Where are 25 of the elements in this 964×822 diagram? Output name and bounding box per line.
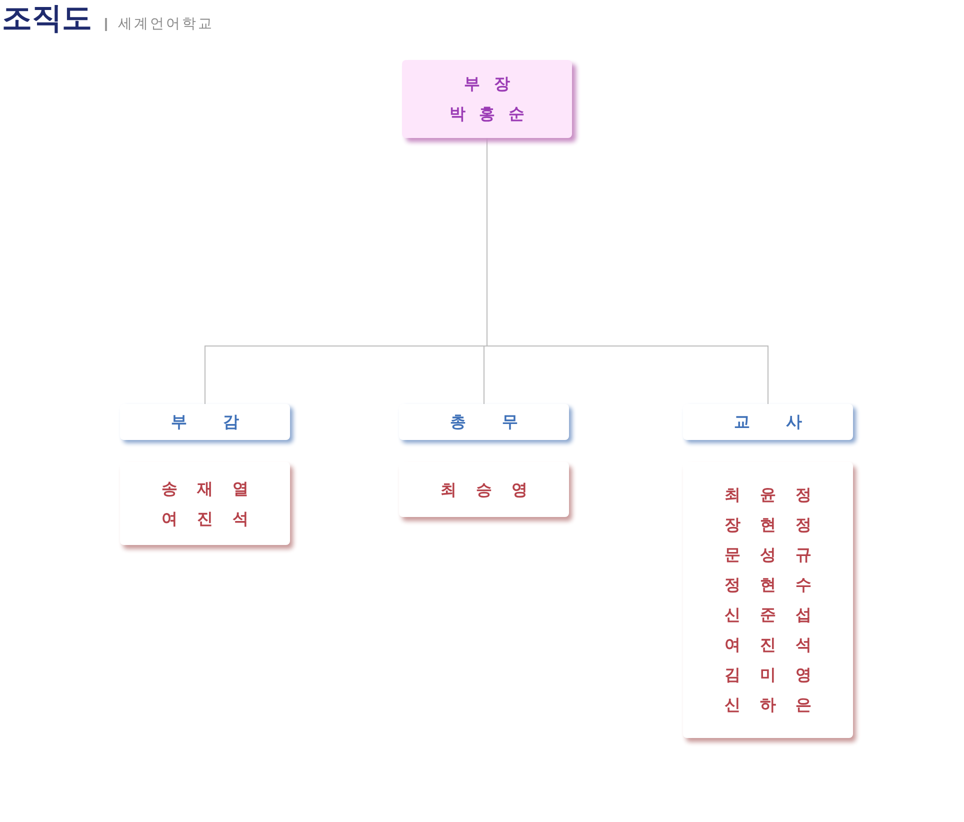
staff-name: 신 하 은 bbox=[724, 694, 812, 716]
staff-name: 송 재 열 bbox=[161, 478, 249, 500]
staff-name: 최 윤 정 bbox=[724, 484, 812, 506]
staff-name: 김 미 영 bbox=[724, 664, 812, 686]
staff-name: 최 승 영 bbox=[440, 478, 528, 500]
department-name: 부 감 bbox=[171, 411, 239, 433]
staff-name: 신 준 섭 bbox=[724, 604, 812, 626]
staff-name: 정 현 수 bbox=[724, 574, 812, 596]
staff-box bbox=[120, 462, 290, 545]
staff-name: 문 성 규 bbox=[724, 544, 812, 566]
staff-name: 여 진 석 bbox=[724, 634, 812, 656]
staff-box bbox=[399, 462, 569, 517]
subtitle: 세계언어학교 bbox=[118, 15, 214, 33]
department-box bbox=[399, 404, 569, 440]
title: 조직도 bbox=[2, 0, 92, 38]
staff-box bbox=[683, 462, 853, 738]
staff-name: 여 진 석 bbox=[161, 508, 249, 530]
role-text: 박 홍 순 bbox=[449, 103, 525, 125]
department-name: 교 사 bbox=[734, 411, 802, 433]
department-box bbox=[120, 404, 290, 440]
department-box bbox=[683, 404, 853, 440]
head-box bbox=[402, 60, 572, 138]
role-text: 부 장 bbox=[464, 73, 510, 95]
staff-name: 장 현 정 bbox=[724, 514, 812, 536]
department-name: 총 무 bbox=[450, 411, 518, 433]
